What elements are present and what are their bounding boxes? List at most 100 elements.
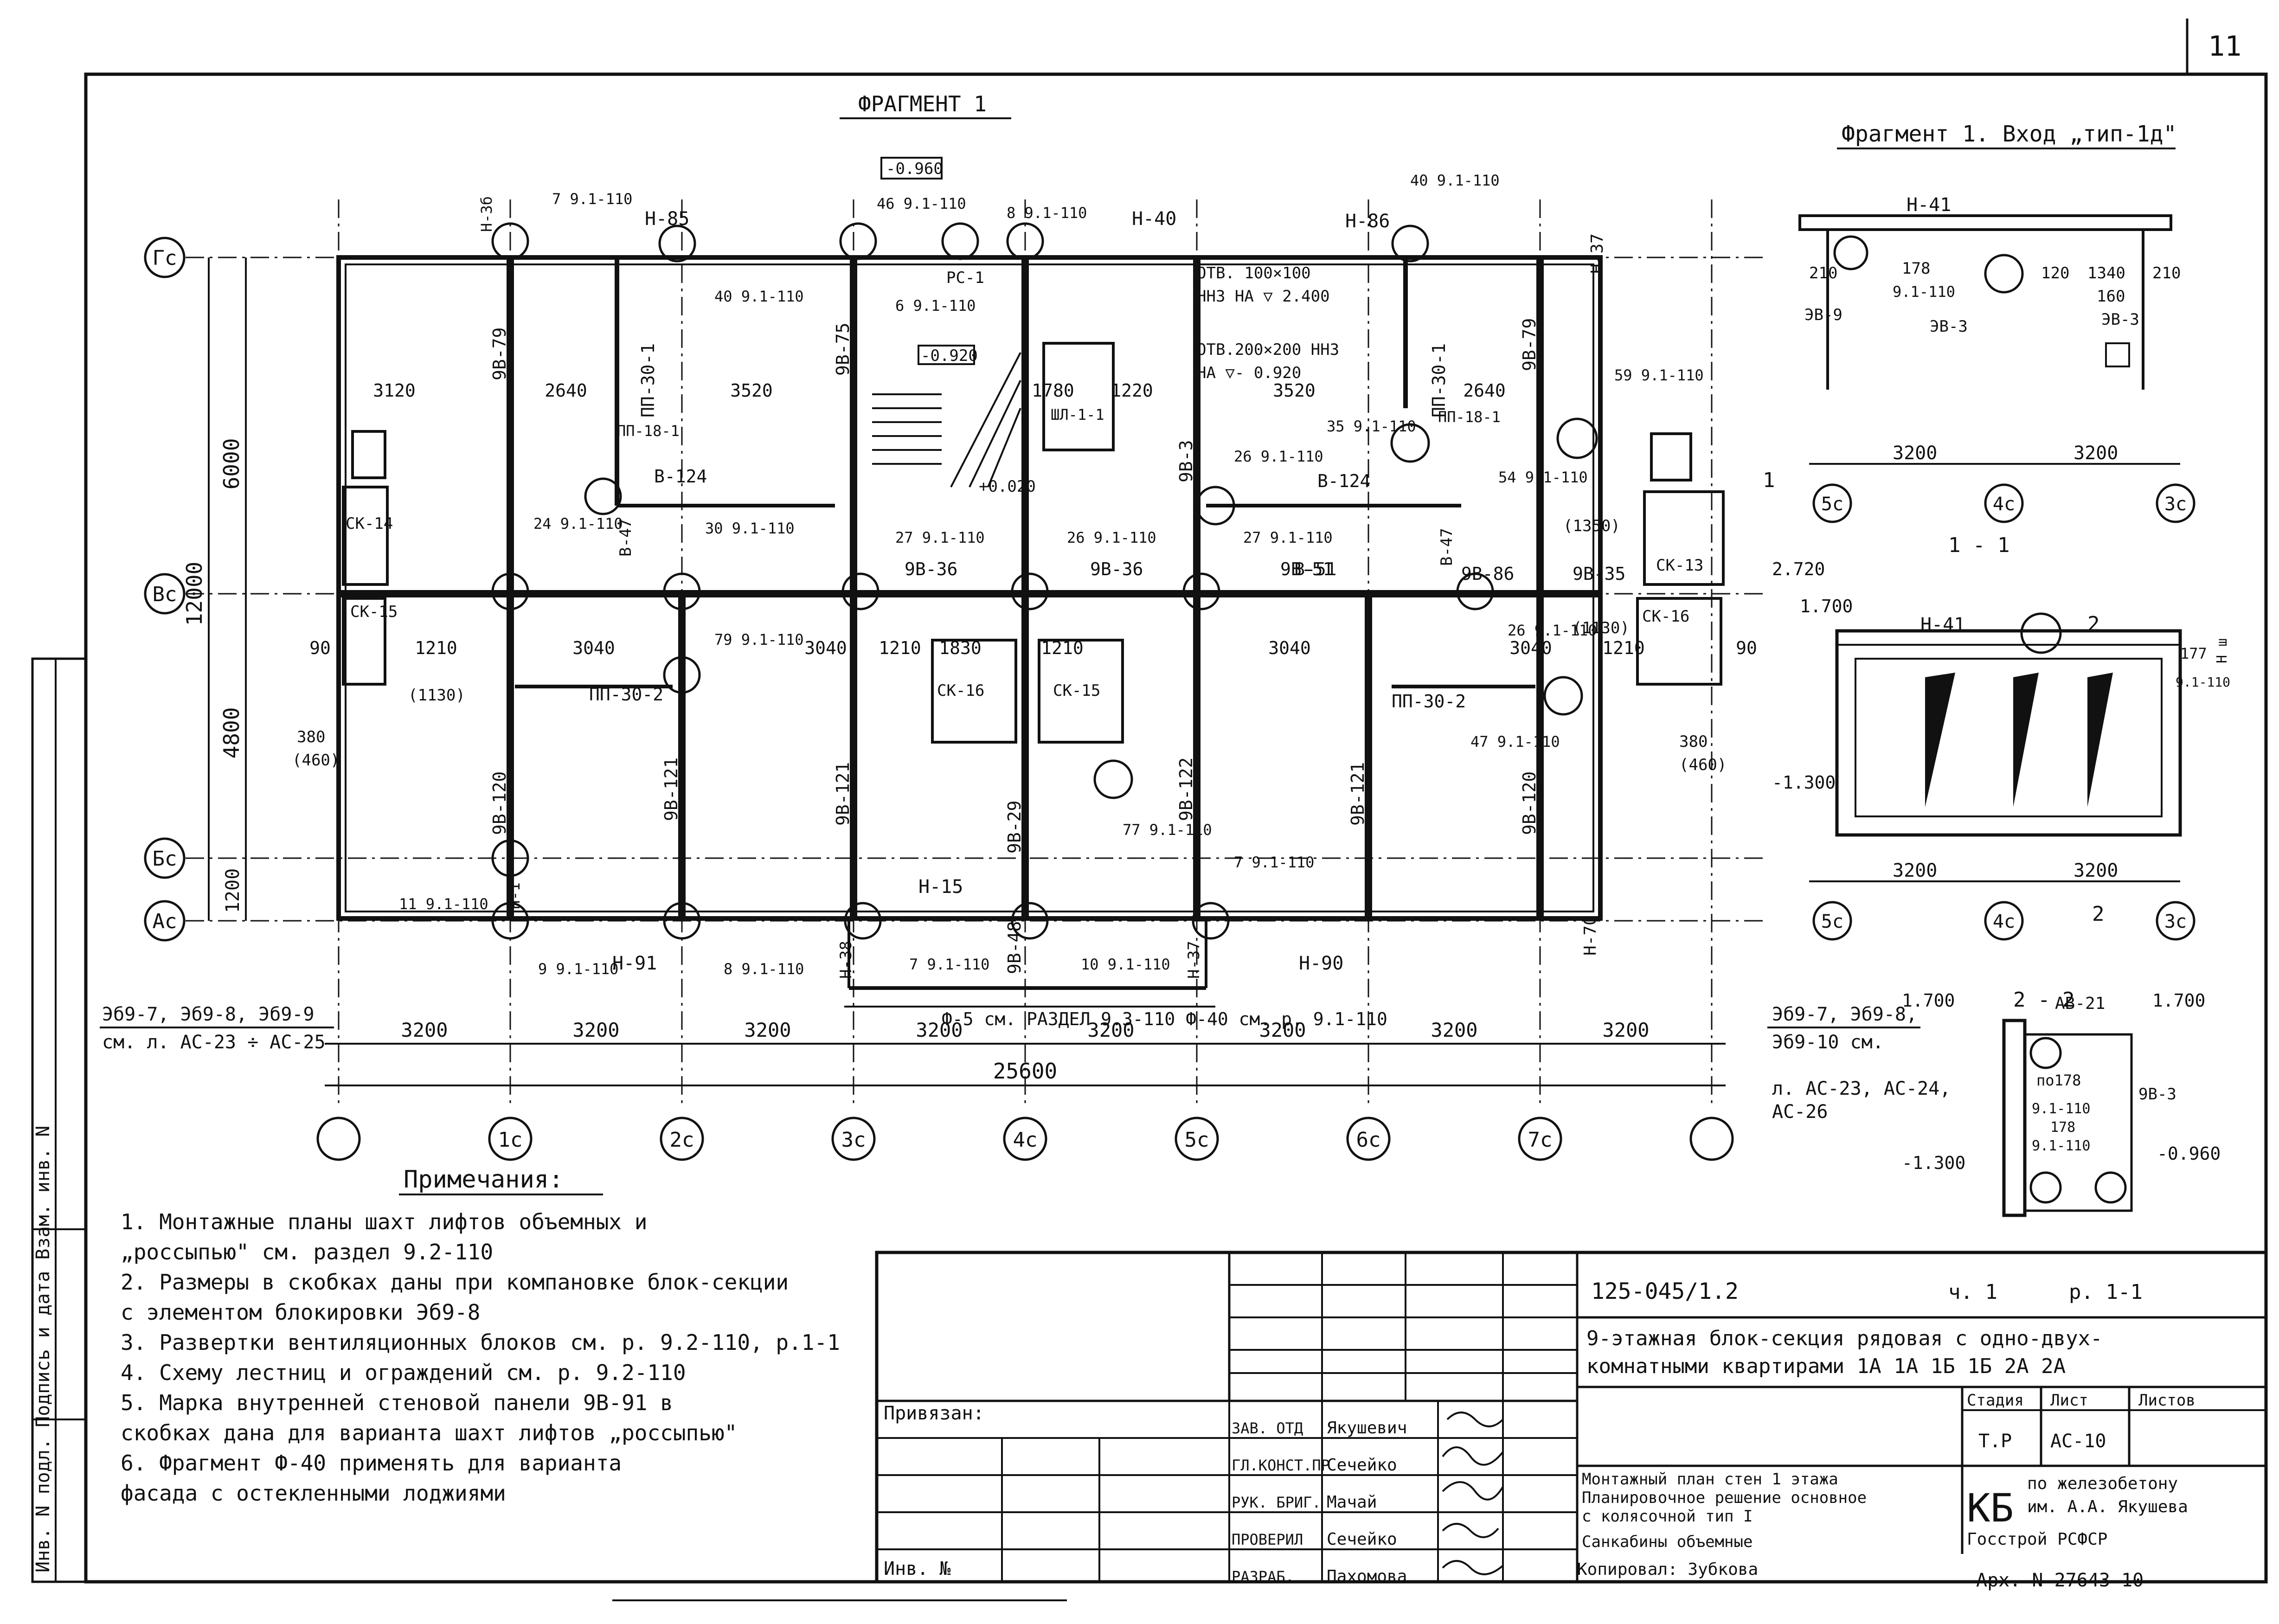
note-line: скобках дана для варианта шахт лифтов „р… (121, 1420, 737, 1445)
right-block-note-3: л. АС-23, АС-24, (1772, 1078, 1951, 1099)
node-label: 26 9.1-110 (1234, 448, 1323, 465)
level-mark: +0.020 (979, 477, 1036, 496)
section-2-label: 9.1-110 (2032, 1101, 2090, 1117)
section-bay: 3200 (1893, 860, 1937, 881)
bracket-dim: 380 (297, 728, 325, 746)
cabin-sk13 (1643, 490, 1725, 586)
inner-panel-label: 9В-86 (1461, 564, 1514, 584)
node-label: 40 9.1-110 (1410, 172, 1500, 189)
fragment-section-mark: 1 (1763, 469, 1775, 492)
tb-stage: Т.Р (1978, 1431, 2012, 1452)
tb-desc-1: Монтажный план стен 1 этажа (1582, 1470, 1838, 1489)
bay-dimension: 3200 (572, 1019, 619, 1041)
tb-name: Мачай (1327, 1493, 1377, 1512)
tb-section: р. 1-1 (2069, 1280, 2143, 1304)
room-dimension: 90 (1736, 638, 1757, 658)
fragment-tag: ФРАГМЕНТ 1 (858, 91, 987, 116)
axis-label-bottom: 3с (841, 1128, 866, 1152)
inner-panel-labels: 9В-79 9В-75 9В-3 9В-79 9В-120 9В-121 9В-… (489, 318, 1625, 974)
fragment-dim: 178 (1902, 259, 1930, 278)
room-dimension: 1780 (1032, 380, 1074, 401)
bracket-dim: 380 (1679, 732, 1708, 751)
fragment-dim: 120 (2041, 264, 2069, 282)
bay-dimension: 3200 (1431, 1019, 1477, 1041)
fragment-axis: 3с (2164, 494, 2187, 515)
node-label: 8 9.1-110 (724, 960, 804, 978)
general-notes: Примечания: 1. Монтажные планы шахт лифт… (121, 1166, 840, 1506)
axis-label-vs: Вс (153, 583, 177, 606)
node-label: 30 9.1-110 (705, 520, 795, 537)
axis-bubble (1346, 1117, 1391, 1161)
interior-walls (339, 257, 1600, 990)
room-dimension: 2640 (1463, 380, 1506, 401)
node-label: 46 9.1-110 (877, 195, 966, 212)
node-label: 27 9.1-110 (895, 529, 985, 546)
left-block-note-2: см. л. АС-23 ÷ АС-25 (102, 1032, 326, 1053)
partition-label: ПП-30-1 (1429, 343, 1449, 417)
dim-1200: 1200 (222, 868, 244, 913)
tb-privyazan: Привязан: (884, 1403, 984, 1424)
tb-sheets-label: Листов (2138, 1391, 2196, 1410)
tb-desc-2: Планировочное решение основное (1582, 1489, 1867, 1507)
tb-stage-label: Стадия (1967, 1391, 2024, 1410)
inner-panel-label: 9В-79 (1519, 318, 1540, 371)
node-label: 9 9.1-110 (538, 960, 618, 978)
side-strip-label: Инв. N подл. Подпись и дата Взам. инв. N (32, 1126, 54, 1573)
room-dimension: 3520 (730, 380, 773, 401)
fragment-1: Фрагмент 1. Вход „тип-1д" Н-41 210 178 1… (1763, 121, 2196, 523)
node-label: 24 9.1-110 (533, 515, 623, 533)
bracket-dim: (1350) (1563, 517, 1620, 535)
panel-label: Н-15 (918, 876, 963, 898)
node-label: 26 9.1-110 (1067, 529, 1156, 546)
axis-label-bottom: 1с (498, 1128, 523, 1152)
bracket-dim: (1130) (1573, 619, 1630, 637)
inner-panel-label: 9В-48 (1004, 921, 1025, 974)
fragment-dim: 1340 (2087, 264, 2125, 282)
tb-part: ч. 1 (1948, 1280, 1997, 1304)
section-axis: 3с (2164, 911, 2187, 932)
section-panel: Н-41 (1920, 614, 1965, 635)
beam-label: В-124 (654, 466, 707, 487)
bracket-dimensions: 380 (460) (1130) (1350) (1130) 380 (460) (292, 517, 1727, 774)
fragment-note: Ф-5 см. РАЗДЕЛ 9.3-110 Ф-40 см. р. 9.1-1… (942, 1009, 1387, 1029)
cabin-sk16-a (931, 639, 1017, 744)
note-line: фасада с остекленными лоджиями (121, 1481, 506, 1506)
panel-label: Н-85 (645, 208, 689, 230)
axis-bubble (1518, 1117, 1562, 1161)
inner-panel-label: 9В-36 (1090, 559, 1143, 579)
page-number: 11 (2208, 30, 2241, 63)
cabin-sk15-b (1038, 639, 1124, 744)
fragment-title: Фрагмент 1. Вход „тип-1д" (1842, 121, 2176, 147)
signatures (1442, 1412, 1504, 1575)
beam-label: РС-1 (946, 269, 984, 287)
opening-note: НА ▽- 0.920 (1197, 364, 1301, 382)
tb-org-mark: КБ (1967, 1485, 2014, 1531)
room-dimension: 1220 (1111, 380, 1153, 401)
tb-desc-4: Санкабины объемные (1582, 1533, 1753, 1551)
elevator-shaft (1042, 342, 1115, 451)
tb-sheet: АС-10 (2050, 1431, 2106, 1452)
node-label: 59 9.1-110 (1614, 366, 1704, 384)
opening-note: ОТВ. 100×100 (1197, 264, 1311, 282)
panel-label: Н-37 (1588, 233, 1607, 274)
node-label: 6 9.1-110 (895, 297, 976, 315)
cabin-sk15-left (342, 597, 386, 686)
section-level: -1.300 (1772, 772, 1836, 793)
inner-panel-label: 9В-120 (489, 771, 510, 835)
left-axis-bubbles: Гс Вс Бс Ас (144, 237, 186, 942)
node-label: 40 9.1-110 (714, 288, 804, 305)
partition-label: ПП-30-1 (638, 343, 658, 417)
section-2-2: 2 - 2 1.700 1.700 -1.300 -0.960 АВ-21 по… (1902, 988, 2221, 1217)
cabin-label: СК-15 (350, 603, 398, 621)
axis-label-as: Ас (153, 910, 177, 933)
node-label: 7 9.1-110 (552, 190, 632, 208)
opening-note: ОТВ.200×200 ННЗ (1197, 340, 1339, 359)
plan-side-notes: Эб9-7, Эб9-8, Эб9-9 см. л. АС-23 ÷ АС-25… (100, 1004, 1951, 1123)
partition-label: ПП-30-2 (589, 684, 663, 705)
node-label: 7 9.1-110 (909, 956, 989, 973)
beam-label: В-47 (616, 519, 635, 557)
cabin-sk16-right (1636, 597, 1722, 686)
section-2-level: 1.700 (1902, 990, 1955, 1011)
section-mark: 2 (2087, 612, 2100, 636)
